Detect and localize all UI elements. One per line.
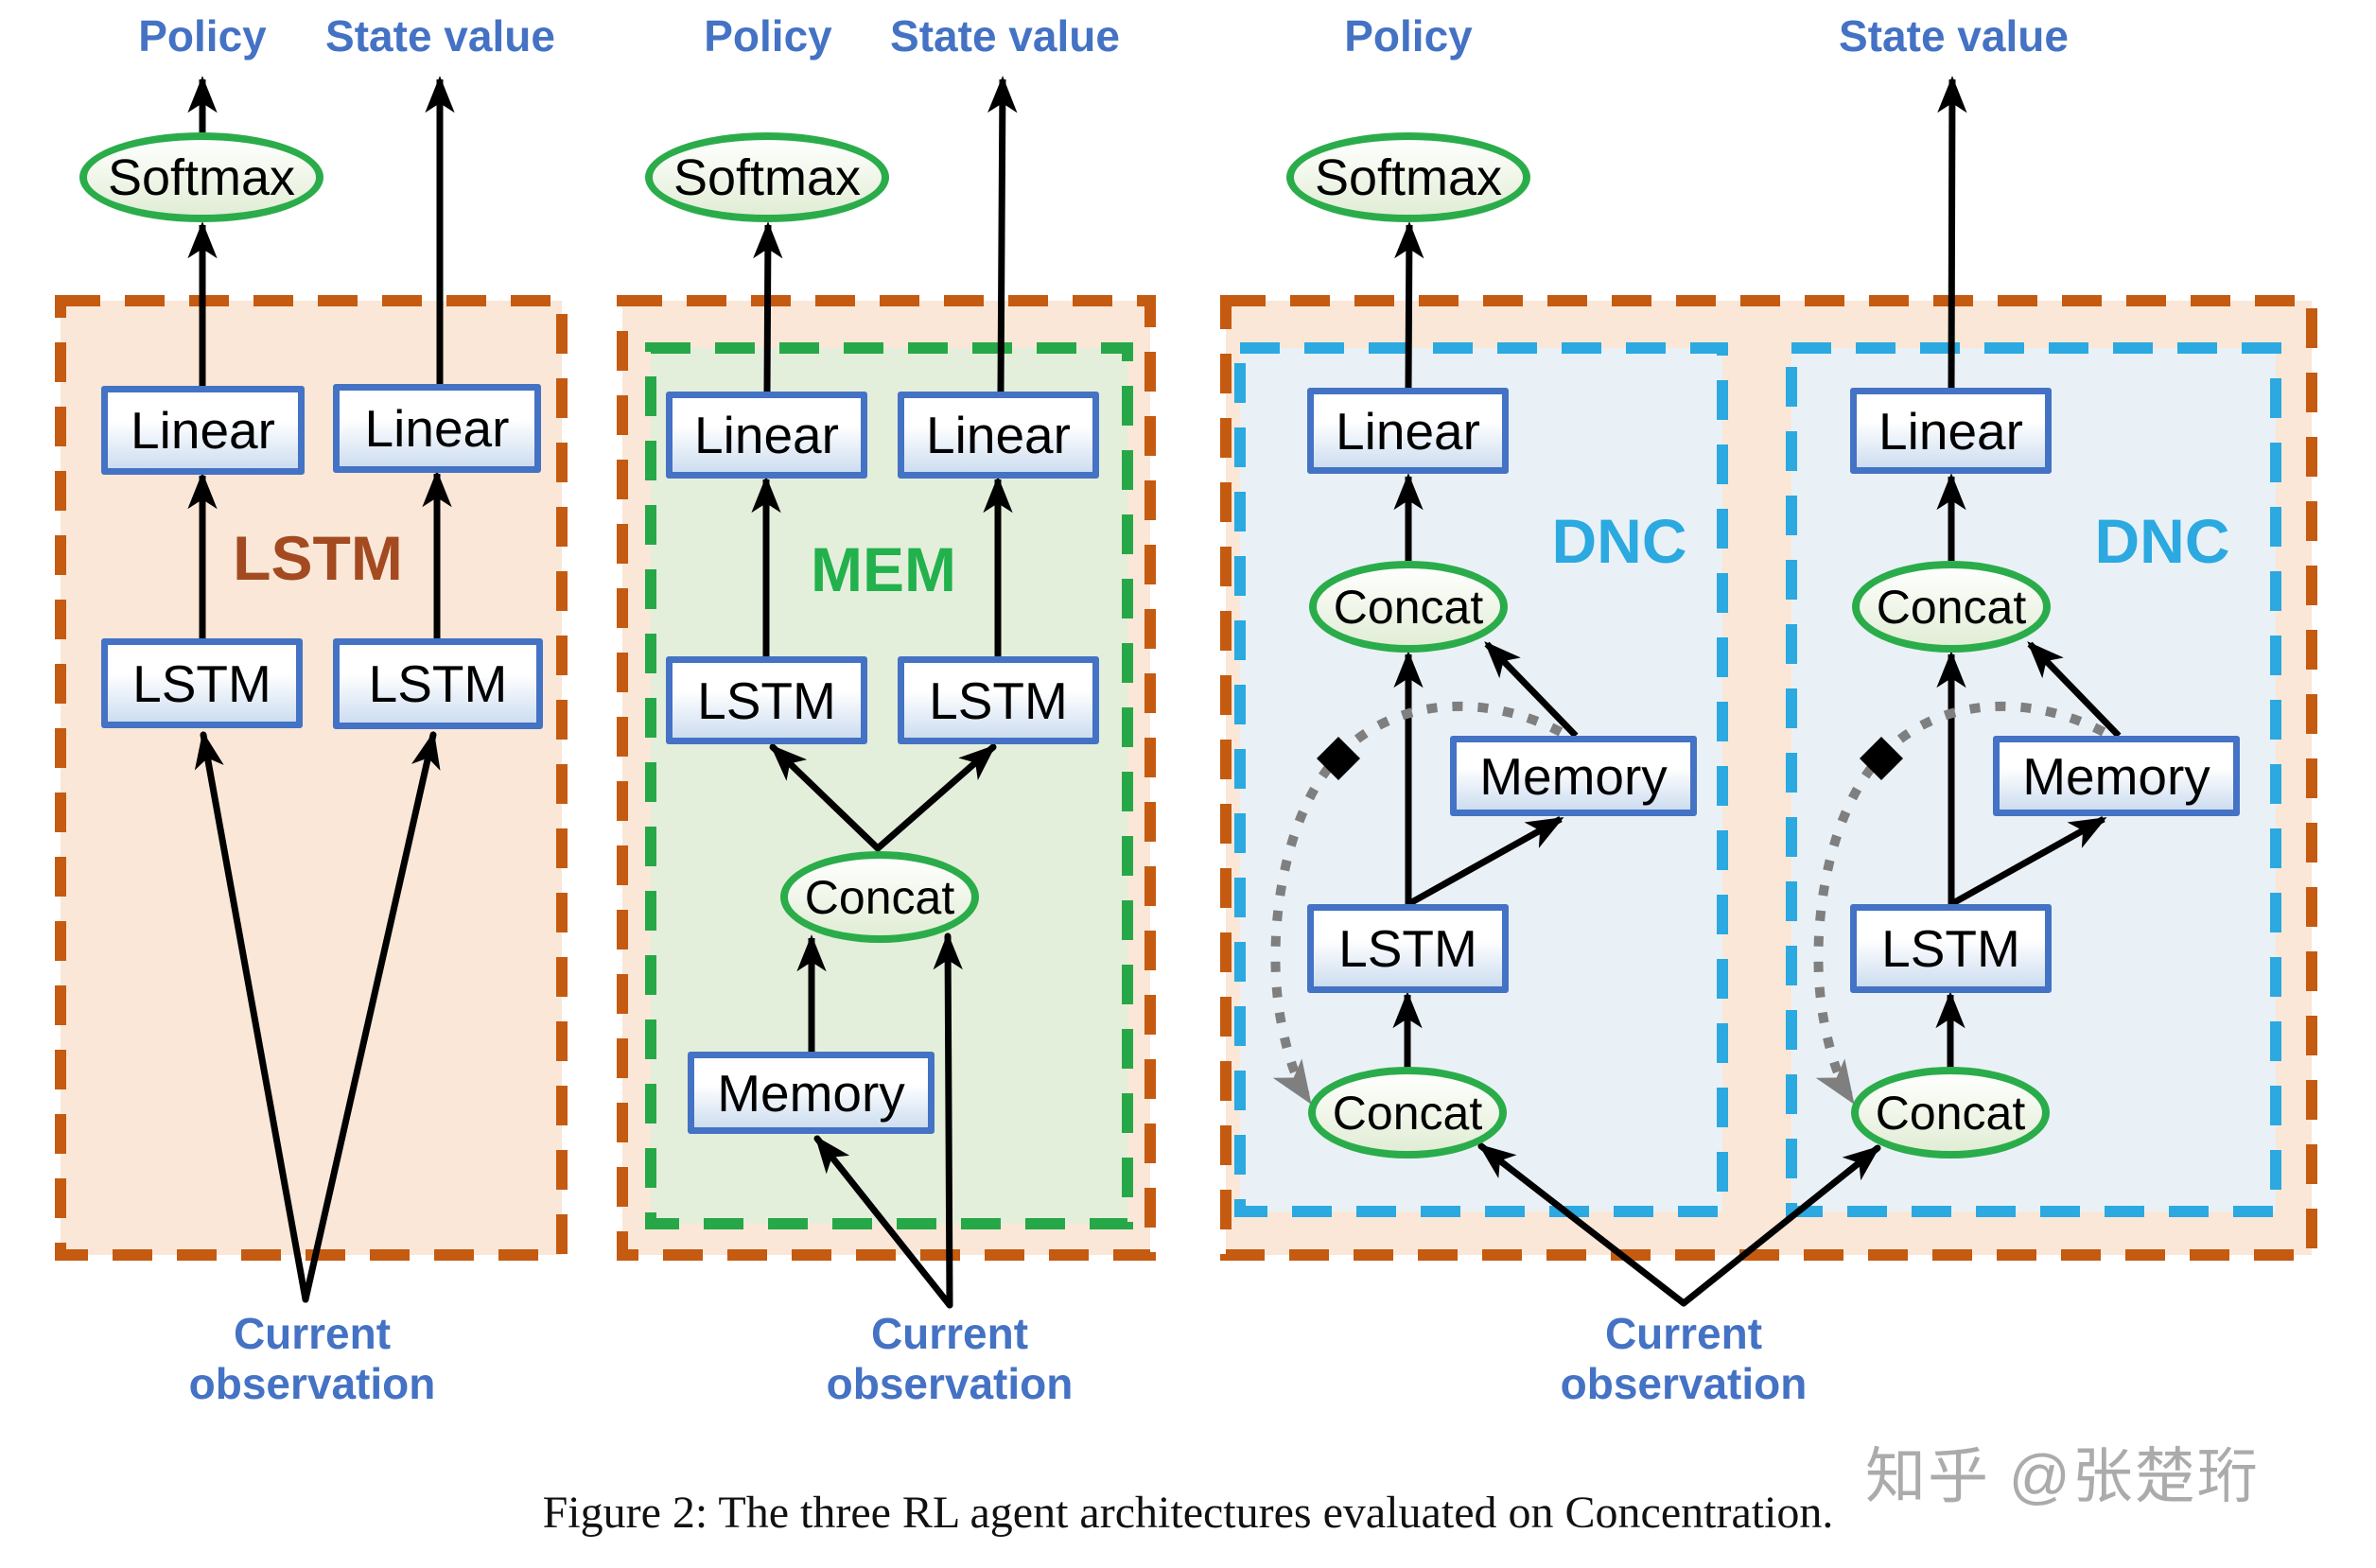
figure-caption: Figure 2: The three RL agent architectur… — [542, 1488, 1834, 1538]
architecture-title-mem: MEM — [811, 534, 956, 604]
policy-label-dnc: Policy — [1344, 11, 1473, 61]
linear-node-mem-value: Linear — [898, 392, 1099, 479]
lstm-node-mem-policy: LSTM — [666, 656, 867, 744]
state-value-label-lstm: State value — [325, 11, 555, 61]
arrow-obs-lstm2 — [302, 731, 441, 1303]
architecture-title-dncL: DNC — [1551, 506, 1687, 576]
watermark-text: 知乎 @张楚珩 — [1865, 1442, 2260, 1510]
linear-node-mem-policy: Linear — [666, 392, 867, 479]
arrow-obs-lstm1 — [194, 731, 309, 1303]
lstm-node-mem-value: LSTM — [898, 656, 1099, 744]
softmax-node-mem: Softmax — [645, 132, 889, 222]
arrow-obs-dncR-concat — [1680, 1144, 1881, 1307]
linear-node-lstm-policy: Linear — [101, 386, 305, 475]
arrow-dncL-memory-concat — [1484, 641, 1579, 739]
concat-top-node-dncR: Concat — [1852, 561, 2051, 653]
lstm-node-dncR: LSTM — [1850, 904, 2052, 993]
lstm-node-lstm-value: LSTM — [333, 638, 543, 729]
arrow-mem-linear1-softmax — [753, 221, 783, 392]
current-observation-label-mem: Current observation — [826, 1309, 1074, 1409]
diamond-marker-dncR — [1860, 737, 1903, 780]
softmax-node-dnc: Softmax — [1286, 132, 1530, 222]
concat-bottom-node-dncR: Concat — [1851, 1067, 2050, 1159]
state-value-label-mem: State value — [890, 11, 1120, 61]
recurrent-curve-dncL — [1270, 701, 1564, 1105]
concat-bottom-node-dncL: Concat — [1308, 1067, 1507, 1159]
arrow-dncR-lstm-memory — [1949, 815, 2107, 908]
arrow-mem-linear2-statevalue — [987, 76, 1018, 392]
arrow-mem-concat-lstm2 — [874, 743, 997, 852]
linear-node-lstm-value: Linear — [333, 384, 541, 473]
architecture-title-dncR: DNC — [2094, 506, 2230, 576]
arrow-mem-concat-lstm1 — [769, 743, 882, 852]
arrow-dncR-memory-concat — [2027, 641, 2122, 739]
recurrent-curve-dncR — [1813, 701, 2106, 1105]
memory-node-dncL: Memory — [1450, 736, 1697, 816]
architecture-title-lstm: LSTM — [233, 523, 403, 593]
policy-label-lstm: Policy — [138, 11, 267, 61]
arrow-dncL-lstm-memory — [1406, 815, 1564, 908]
current-observation-label-dnc: Current observation — [1560, 1309, 1808, 1409]
linear-node-dncL: Linear — [1307, 388, 1509, 474]
memory-node-dncR: Memory — [1993, 736, 2240, 816]
arrow-dncR-linear-statevalue — [1937, 76, 1967, 389]
policy-label-mem: Policy — [704, 11, 832, 61]
arrow-mem-obs-memory — [813, 1135, 953, 1309]
arrow-dncL-linear-softmax — [1394, 221, 1424, 389]
concat-node-mem: Concat — [780, 851, 979, 943]
arrow-mem-obs-concat — [933, 932, 963, 1309]
diamond-marker-dncL — [1317, 737, 1360, 780]
recurrent-links — [1270, 701, 2106, 1105]
arrows — [187, 76, 2122, 1309]
memory-node-mem: Memory — [688, 1052, 935, 1134]
current-observation-label-lstm: Current observation — [188, 1309, 436, 1409]
softmax-node-lstm: Softmax — [79, 132, 323, 222]
lstm-node-lstm-policy: LSTM — [101, 638, 303, 728]
state-value-label-dnc: State value — [1839, 11, 2069, 61]
arrow-obs-dncL-concat — [1477, 1142, 1687, 1307]
lstm-node-dncL: LSTM — [1307, 904, 1509, 993]
linear-node-dncR: Linear — [1850, 388, 2052, 474]
concat-top-node-dncL: Concat — [1309, 561, 1508, 653]
